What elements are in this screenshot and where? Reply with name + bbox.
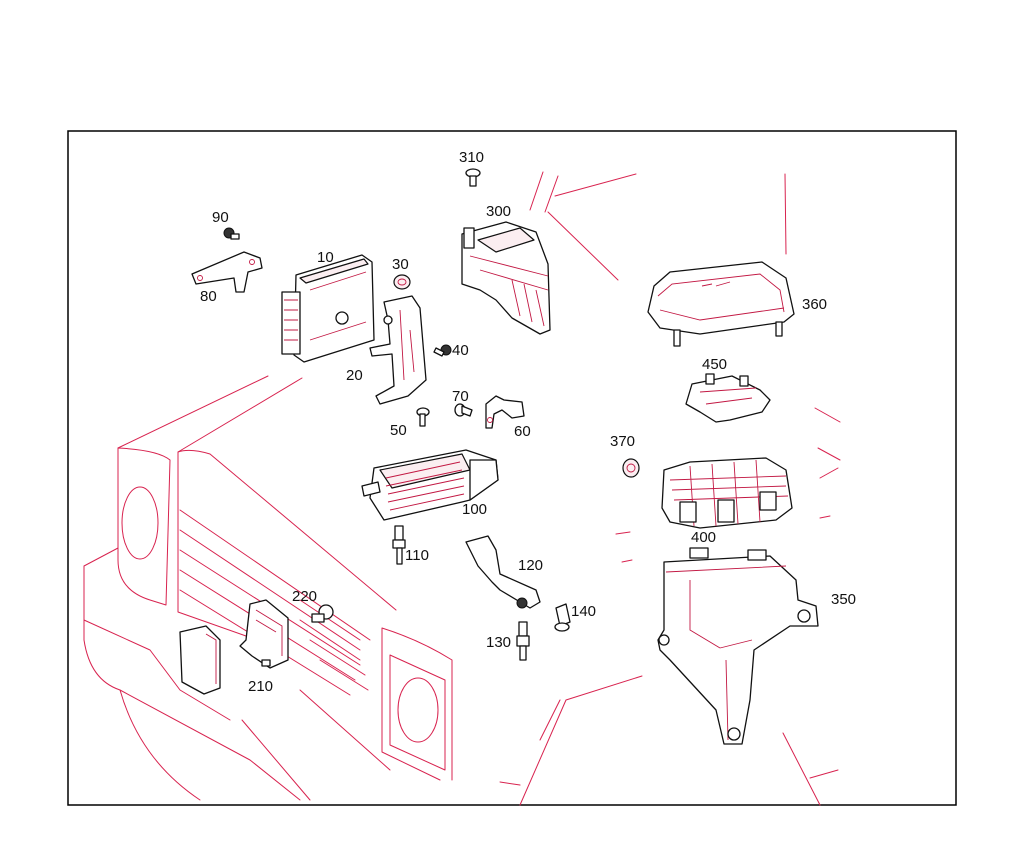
callout-20: 20	[346, 367, 363, 384]
callout-labels: 10 20 30 40 50 60 70 80 90 100 110 120 1…	[200, 149, 856, 695]
part-140-bolt[interactable]	[554, 603, 571, 632]
part-400-fuse-box[interactable]	[661, 457, 793, 529]
callout-100: 100	[462, 501, 487, 518]
part-110-bolt[interactable]	[392, 525, 406, 565]
vehicle-outline	[83, 171, 841, 806]
part-130-stud[interactable]	[516, 621, 530, 661]
callout-220: 220	[292, 588, 317, 605]
callout-300: 300	[486, 203, 511, 220]
callout-370: 370	[610, 433, 635, 450]
callout-80: 80	[200, 288, 217, 305]
callout-400: 400	[691, 529, 716, 546]
callout-50: 50	[390, 422, 407, 439]
part-220-bolt[interactable]	[311, 604, 334, 623]
part-30-grommet[interactable]	[393, 274, 411, 290]
callout-350: 350	[831, 591, 856, 608]
part-10-control-unit[interactable]	[281, 254, 375, 363]
callout-110: 110	[405, 547, 429, 564]
part-50-screw[interactable]	[416, 407, 430, 427]
callout-450: 450	[702, 356, 727, 373]
part-20-bracket[interactable]	[369, 295, 427, 405]
part-90-bolt[interactable]	[223, 227, 240, 240]
part-120-bracket[interactable]	[465, 535, 541, 609]
callout-130: 130	[486, 634, 511, 651]
part-40-screw[interactable]	[433, 344, 452, 357]
part-310-screw[interactable]	[465, 168, 481, 187]
part-module-unlabeled[interactable]	[179, 625, 221, 695]
diagram-frame	[67, 130, 957, 806]
part-100-control-unit-plate[interactable]	[361, 449, 499, 521]
callout-30: 30	[392, 256, 409, 273]
part-450-relay-holder[interactable]	[685, 373, 771, 423]
part-360-cover[interactable]	[647, 261, 795, 347]
callout-120: 120	[518, 557, 543, 574]
callout-310: 310	[459, 149, 484, 166]
part-300-relay-box[interactable]	[461, 221, 551, 335]
callout-60: 60	[514, 423, 531, 440]
callout-40: 40	[452, 342, 469, 359]
callout-10: 10	[317, 249, 334, 266]
callout-70: 70	[452, 388, 469, 405]
part-350-box-housing[interactable]	[657, 547, 819, 745]
callout-360: 360	[802, 296, 827, 313]
part-60-clip[interactable]	[485, 395, 525, 429]
part-70-bolt[interactable]	[454, 403, 473, 417]
part-210-holder[interactable]	[239, 599, 289, 669]
callout-90: 90	[212, 209, 229, 226]
callout-210: 210	[248, 678, 273, 695]
part-370-grommet[interactable]	[622, 458, 640, 478]
part-80-bracket-plate[interactable]	[191, 251, 263, 293]
callout-140: 140	[571, 603, 596, 620]
